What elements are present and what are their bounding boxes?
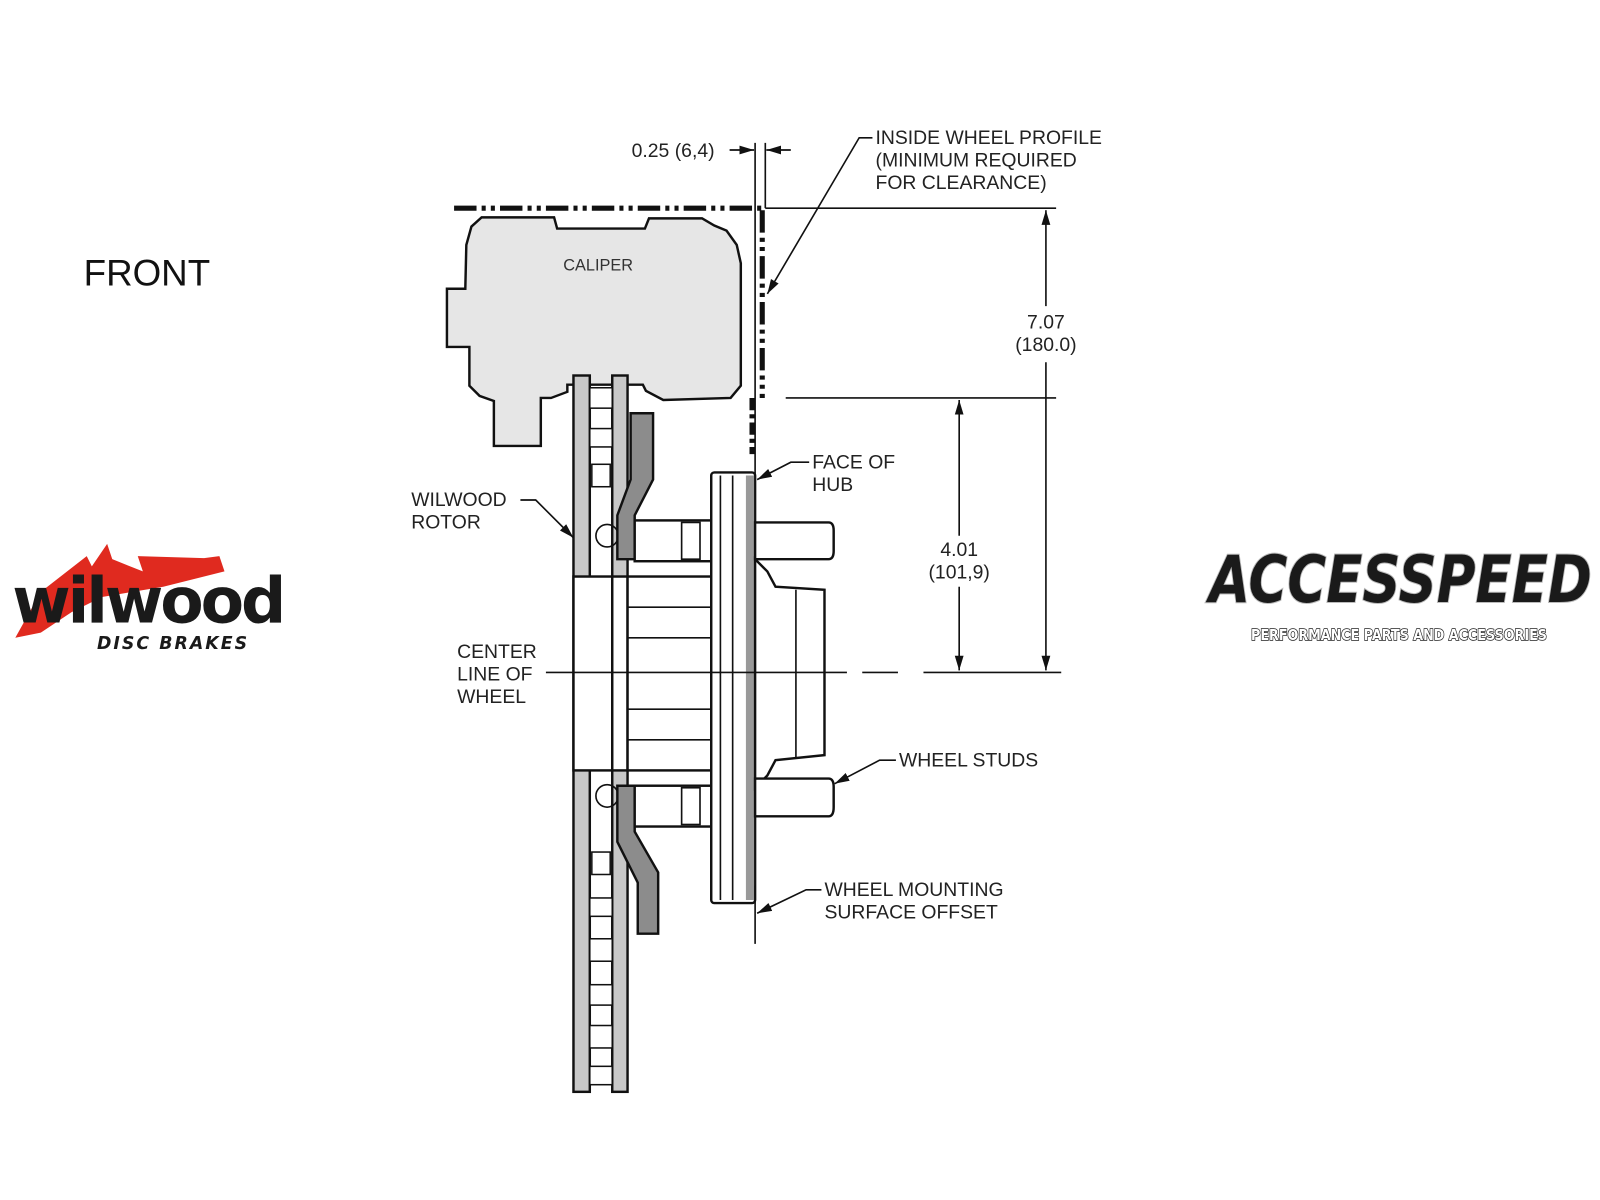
hub-body [626,519,713,828]
caliper [445,216,743,448]
clearance-dimension-label: 0.25 (6,4) [632,140,715,162]
svg-text:ROTOR: ROTOR [411,512,481,534]
overall-height-dimension: 7.07 (180.0) [1015,210,1077,671]
callout-face-of-hub: FACE OF HUB [756,451,895,496]
svg-text:FOR CLEARANCE): FOR CLEARANCE) [876,172,1047,194]
callout-center-line: CENTER LINE OF WHEEL [457,641,537,708]
svg-text:HUB: HUB [812,474,853,496]
inside-wheel-profile-line [454,205,1057,455]
wilwood-tagline: DISC BRAKES [97,634,249,654]
wilwood-wordmark: wilwood [12,563,283,637]
rotor [572,374,629,1094]
svg-text:INSIDE WHEEL PROFILE: INSIDE WHEEL PROFILE [876,127,1103,149]
svg-text:WHEEL MOUNTING: WHEEL MOUNTING [824,879,1003,901]
svg-text:WHEEL: WHEEL [457,686,526,708]
svg-text:(MINIMUM REQUIRED: (MINIMUM REQUIRED [876,149,1077,171]
svg-text:LINE OF: LINE OF [457,664,533,686]
svg-text:WHEEL STUDS: WHEEL STUDS [899,749,1038,771]
callout-wheel-mounting: WHEEL MOUNTING SURFACE OFFSET [754,879,1004,944]
wilwood-logo: wilwood DISC BRAKES [12,543,286,654]
accesspeed-tagline: PERFORMANCE PARTS AND ACCESSORIES [1251,626,1547,644]
accesspeed-wordmark: ACCESSPEED [1205,542,1592,618]
overall-height-mm: (180.0) [1015,334,1076,356]
hub-height-mm: (101,9) [928,562,989,584]
callout-wilwood-rotor: WILWOOD ROTOR [411,489,575,539]
svg-text:SURFACE OFFSET: SURFACE OFFSET [824,901,997,923]
wilwood-brush [15,543,225,638]
callout-inside-wheel-profile: INSIDE WHEEL PROFILE (MINIMUM REQUIRED F… [766,127,1103,295]
svg-text:WILWOOD: WILWOOD [411,489,506,511]
wheel-studs [753,521,835,818]
accesspeed-logo: ACCESSPEED PERFORMANCE PARTS AND ACCESSO… [1204,541,1593,645]
hub-height-dimension: 4.01 (101,9) [785,397,1057,671]
hub-flange [710,471,757,905]
hub-snout [753,556,826,791]
hub-height-inch: 4.01 [940,539,978,561]
svg-text:CENTER: CENTER [457,641,537,663]
overall-height-inch: 7.07 [1027,312,1065,334]
caliper-label: CALIPER [563,256,633,274]
clearance-dimension: 0.25 (6,4) [632,140,791,480]
view-label: FRONT [84,253,210,294]
svg-text:FACE OF: FACE OF [812,451,895,473]
callout-wheel-studs: WHEEL STUDS [834,749,1038,785]
